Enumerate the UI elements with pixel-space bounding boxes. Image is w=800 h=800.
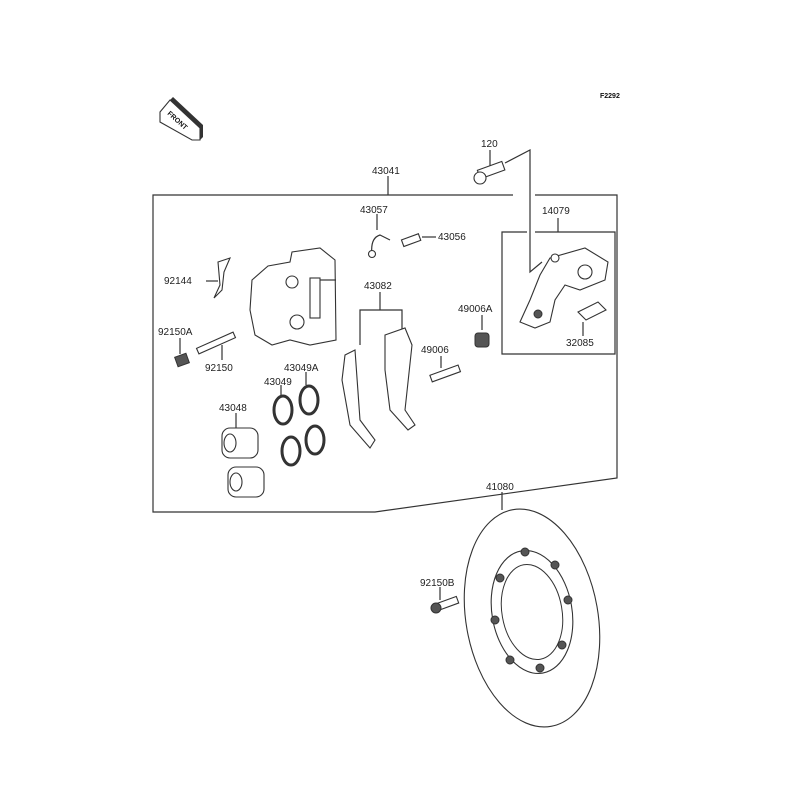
label-92144[interactable]: 92144 <box>164 276 192 287</box>
pad-spring-92144 <box>206 257 231 299</box>
brake-disc-41080 <box>463 492 601 728</box>
label-49006[interactable]: 49006 <box>421 345 449 356</box>
brake-pads-43082 <box>341 292 416 449</box>
caliper-body <box>249 247 337 346</box>
bracket-14079 <box>519 247 609 329</box>
label-43057[interactable]: 43057 <box>360 205 388 216</box>
label-43049[interactable]: 43049 <box>264 377 292 388</box>
label-43056[interactable]: 43056 <box>438 232 466 243</box>
label-92150A[interactable]: 92150A <box>158 327 193 338</box>
label-43049A[interactable]: 43049A <box>284 363 319 374</box>
plug-92150A <box>174 338 190 368</box>
label-92150[interactable]: 92150 <box>205 363 233 374</box>
seals-43049 <box>272 372 326 467</box>
label-32085[interactable]: 32085 <box>566 338 594 349</box>
pin-49006 <box>429 356 462 383</box>
label-14079[interactable]: 14079 <box>542 206 570 217</box>
bleeder-cap-43057 <box>367 214 391 259</box>
label-120[interactable]: 120 <box>481 139 498 150</box>
figure-code: F2292 <box>600 93 620 100</box>
caliper-assembly-outline <box>152 176 618 513</box>
label-43082[interactable]: 43082 <box>364 281 392 292</box>
pad-spring-32085 <box>577 301 607 336</box>
bolt-92150B <box>430 587 460 614</box>
bracket-outline <box>501 149 616 355</box>
label-41080[interactable]: 41080 <box>486 482 514 493</box>
label-92150B[interactable]: 92150B <box>420 578 455 589</box>
pin-92150 <box>195 331 237 360</box>
label-49006A[interactable]: 49006A <box>458 304 493 315</box>
bolt-120 <box>473 150 506 185</box>
label-43041[interactable]: 43041 <box>372 166 400 177</box>
label-43048[interactable]: 43048 <box>219 403 247 414</box>
pistons-43048 <box>221 413 265 498</box>
front-arrow-icon: FRONT <box>159 97 203 141</box>
boot-49006A <box>474 315 490 348</box>
bleeder-valve-43056 <box>400 233 436 248</box>
